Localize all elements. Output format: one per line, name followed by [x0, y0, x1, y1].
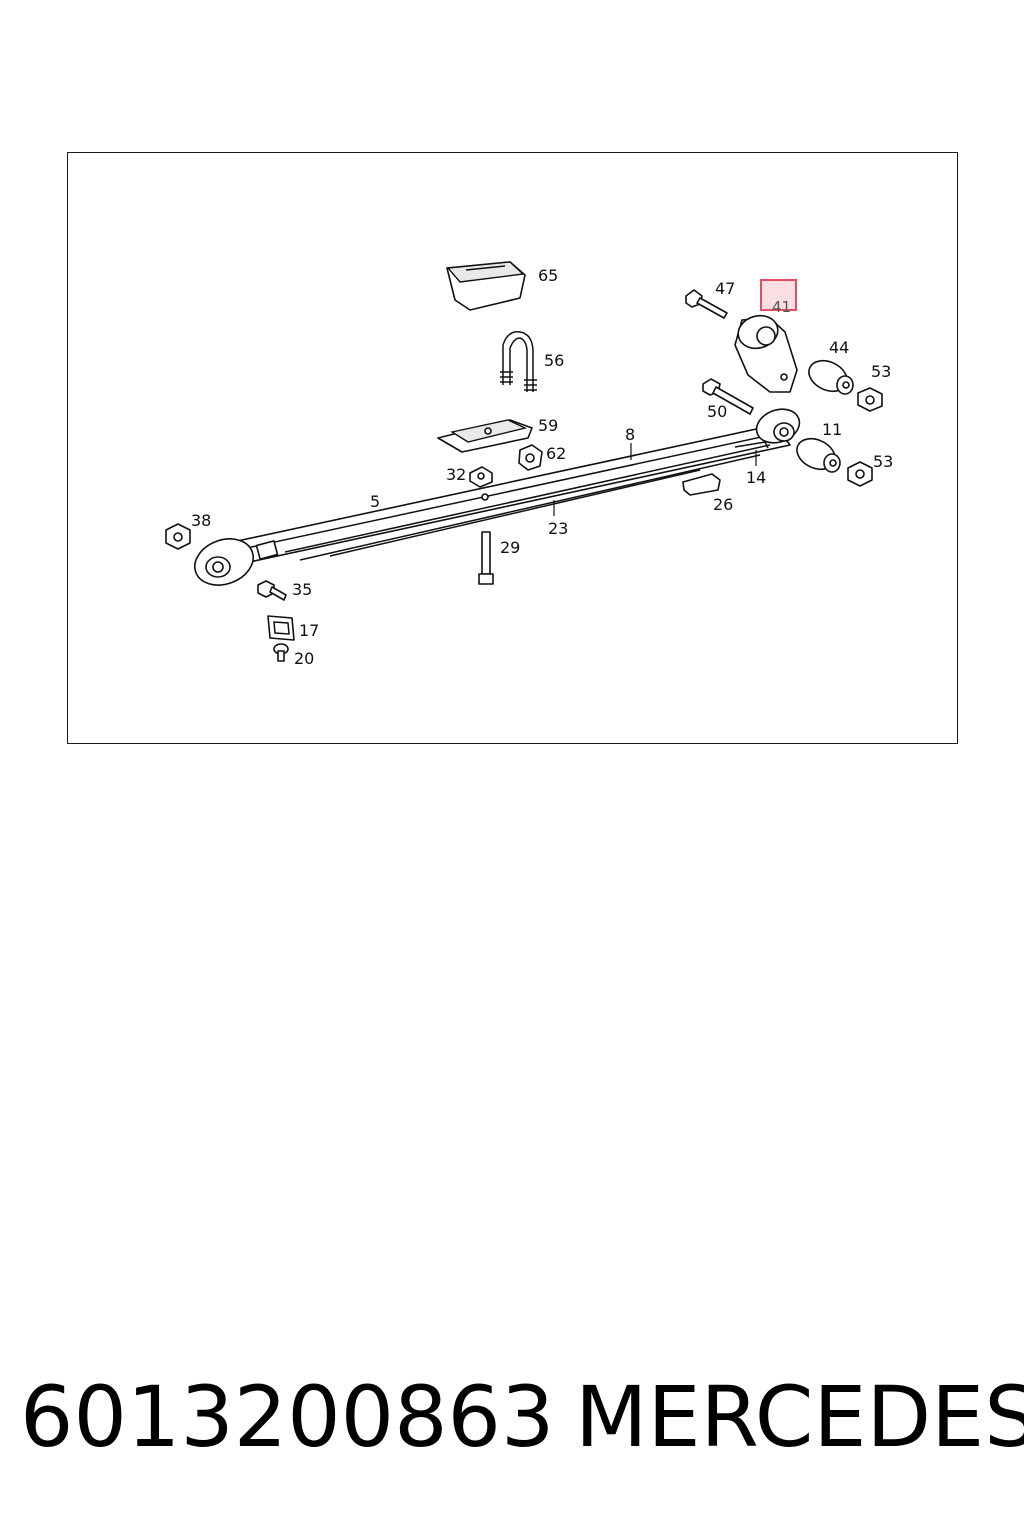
callout-62: 62: [546, 444, 566, 463]
callout-41: 41: [772, 298, 791, 316]
leader-lines: [553, 443, 757, 516]
callout-50: 50: [707, 402, 727, 421]
callout-14: 14: [746, 468, 766, 487]
nut-53-lower: [847, 461, 873, 487]
u-bolt: [500, 331, 537, 392]
callout-56: 56: [544, 351, 564, 370]
screw-20: [273, 643, 289, 662]
callout-32: 32: [446, 465, 466, 484]
bolt-50: [702, 378, 754, 415]
rubber-pad: [682, 473, 721, 496]
center-bolt: [478, 493, 494, 585]
clamp-17: [267, 615, 295, 641]
spring-rear-eye: [755, 408, 801, 444]
leaf-spring: [204, 424, 791, 569]
callout-5: 5: [370, 492, 380, 511]
callout-35: 35: [292, 580, 312, 599]
callout-44: 44: [829, 338, 849, 357]
spring-front-eye: [194, 538, 279, 586]
callout-23: 23: [548, 519, 568, 538]
part-number: 6013200863: [20, 1368, 555, 1466]
bump-stop: [446, 261, 526, 311]
diagram-frame: [67, 152, 958, 744]
bushing-11: [796, 437, 841, 473]
nut-53-upper: [857, 387, 883, 412]
callout-47: 47: [715, 279, 735, 298]
bushing-44: [808, 359, 854, 395]
callout-53-lower: 53: [873, 452, 893, 471]
brand-name: MERCEDES: [575, 1368, 1024, 1466]
callout-53-upper: 53: [871, 362, 891, 381]
callout-17: 17: [299, 621, 319, 640]
callout-65: 65: [538, 266, 558, 285]
spring-plate: [437, 419, 533, 453]
callout-26: 26: [713, 495, 733, 514]
nut-32: [469, 466, 493, 488]
shackle-bracket: [734, 314, 798, 393]
callout-20: 20: [294, 649, 314, 668]
callout-38: 38: [191, 511, 211, 530]
callout-29: 29: [500, 538, 520, 557]
nut-38: [165, 523, 191, 550]
callout-11: 11: [822, 420, 842, 439]
nut-62: [518, 444, 543, 471]
bolt-35: [257, 580, 287, 601]
spring-clip-14: [734, 441, 769, 449]
bolt-47: [685, 289, 728, 319]
callout-8: 8: [625, 425, 635, 444]
highlight-box: [760, 279, 797, 311]
callout-59: 59: [538, 416, 558, 435]
